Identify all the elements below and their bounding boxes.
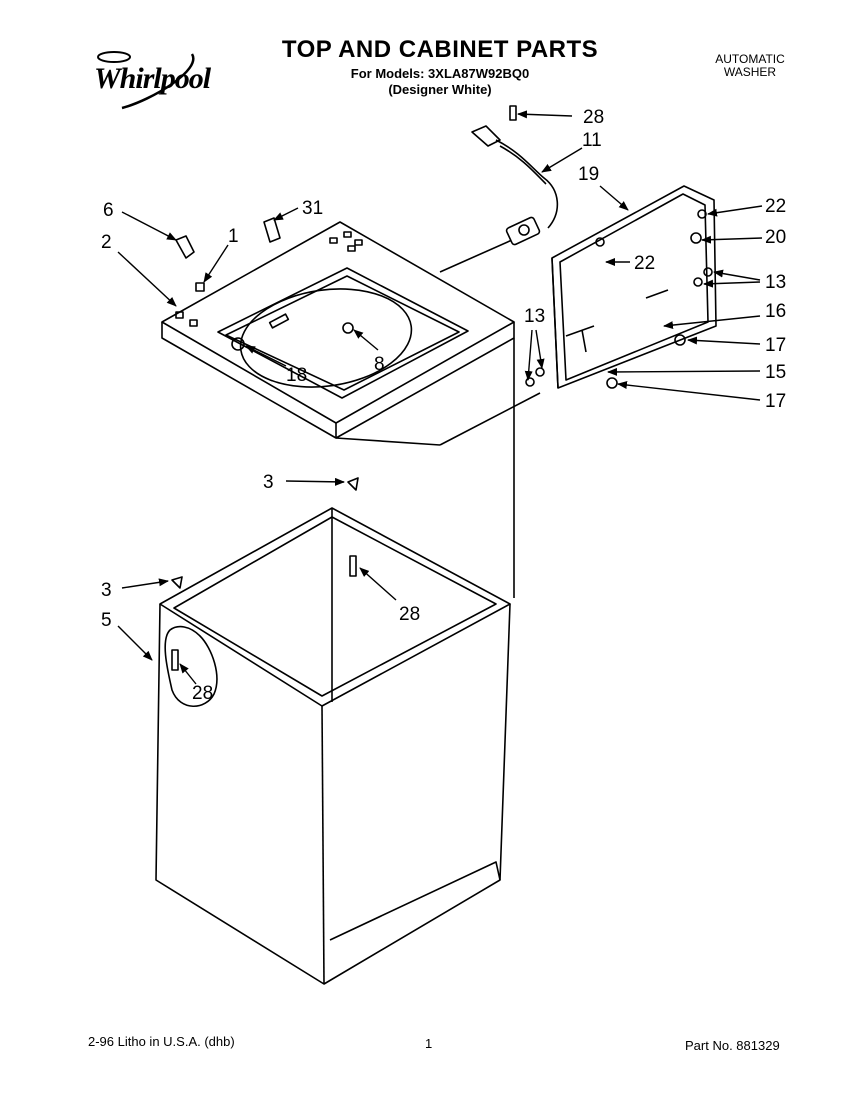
screw-28b — [349, 555, 357, 577]
timer-and-harness — [471, 125, 559, 246]
callout-13-right: 13 — [765, 272, 786, 293]
callout-3-top: 3 — [263, 472, 274, 493]
leader-lines — [117, 110, 763, 685]
callout-22-inner: 22 — [634, 253, 655, 274]
callout-2: 2 — [101, 232, 112, 253]
page-title: TOP AND CABINET PARTS — [281, 36, 599, 63]
callout-labels: 6 2 1 31 8 18 28 11 19 22 20 22 13 16 17… — [101, 107, 786, 704]
callout-17-upper: 17 — [765, 335, 786, 356]
clip-31 — [263, 217, 281, 243]
screw-22a — [697, 209, 707, 219]
knob-17a — [674, 334, 686, 346]
hinge-1 — [195, 282, 205, 292]
washer-cabinet — [155, 507, 511, 985]
clip-20 — [690, 232, 702, 244]
callout-6: 6 — [103, 200, 114, 221]
callout-1: 1 — [228, 226, 239, 247]
screw-13a — [693, 277, 703, 287]
callout-13-left: 13 — [524, 306, 545, 327]
callout-5: 5 — [101, 610, 112, 631]
callout-28-low: 28 — [192, 683, 213, 704]
callout-17-lower: 17 — [765, 391, 786, 412]
brand-wordmark: Whirlpool — [94, 62, 211, 95]
color-line: (Designer White) — [388, 82, 492, 97]
callout-16: 16 — [765, 301, 786, 322]
console-panel — [551, 185, 717, 389]
screw-28a — [509, 105, 517, 121]
callout-22-right: 22 — [765, 196, 786, 217]
screw-3b — [171, 576, 183, 589]
screw-3a — [347, 477, 359, 491]
logo-swirl-icon — [97, 51, 195, 110]
callout-15: 15 — [765, 362, 786, 383]
bushing-18 — [231, 337, 245, 351]
callout-3-left: 3 — [101, 580, 112, 601]
whirlpool-logo: Whirlpool — [92, 50, 227, 110]
knob-17b — [606, 377, 618, 389]
part-number: Part No. 881329 — [685, 1038, 780, 1053]
callout-8: 8 — [374, 354, 385, 375]
callout-28-mid: 28 — [399, 604, 420, 625]
models-line: For Models: 3XLA87W92BQ0 — [350, 66, 530, 81]
callout-18: 18 — [286, 365, 307, 386]
screw-8 — [342, 322, 354, 334]
washer-top-panel — [161, 221, 515, 439]
product-type-line2: WASHER — [723, 65, 777, 79]
callout-28-top: 28 — [583, 107, 604, 128]
callout-11: 11 — [582, 130, 602, 151]
callout-19: 19 — [578, 164, 599, 185]
litho-note: 2-96 Litho in U.S.A. (dhb) — [88, 1034, 235, 1049]
screw-13d — [535, 367, 545, 377]
clip-6 — [175, 235, 195, 259]
screw-13b — [703, 267, 713, 277]
screw-13c — [525, 377, 535, 387]
page-number: 1 — [425, 1036, 433, 1051]
callout-31: 31 — [302, 198, 323, 219]
product-type-line1: AUTOMATIC — [715, 52, 785, 66]
screw-22b — [595, 237, 605, 247]
screw-28c — [171, 649, 179, 671]
callout-20: 20 — [765, 227, 786, 248]
